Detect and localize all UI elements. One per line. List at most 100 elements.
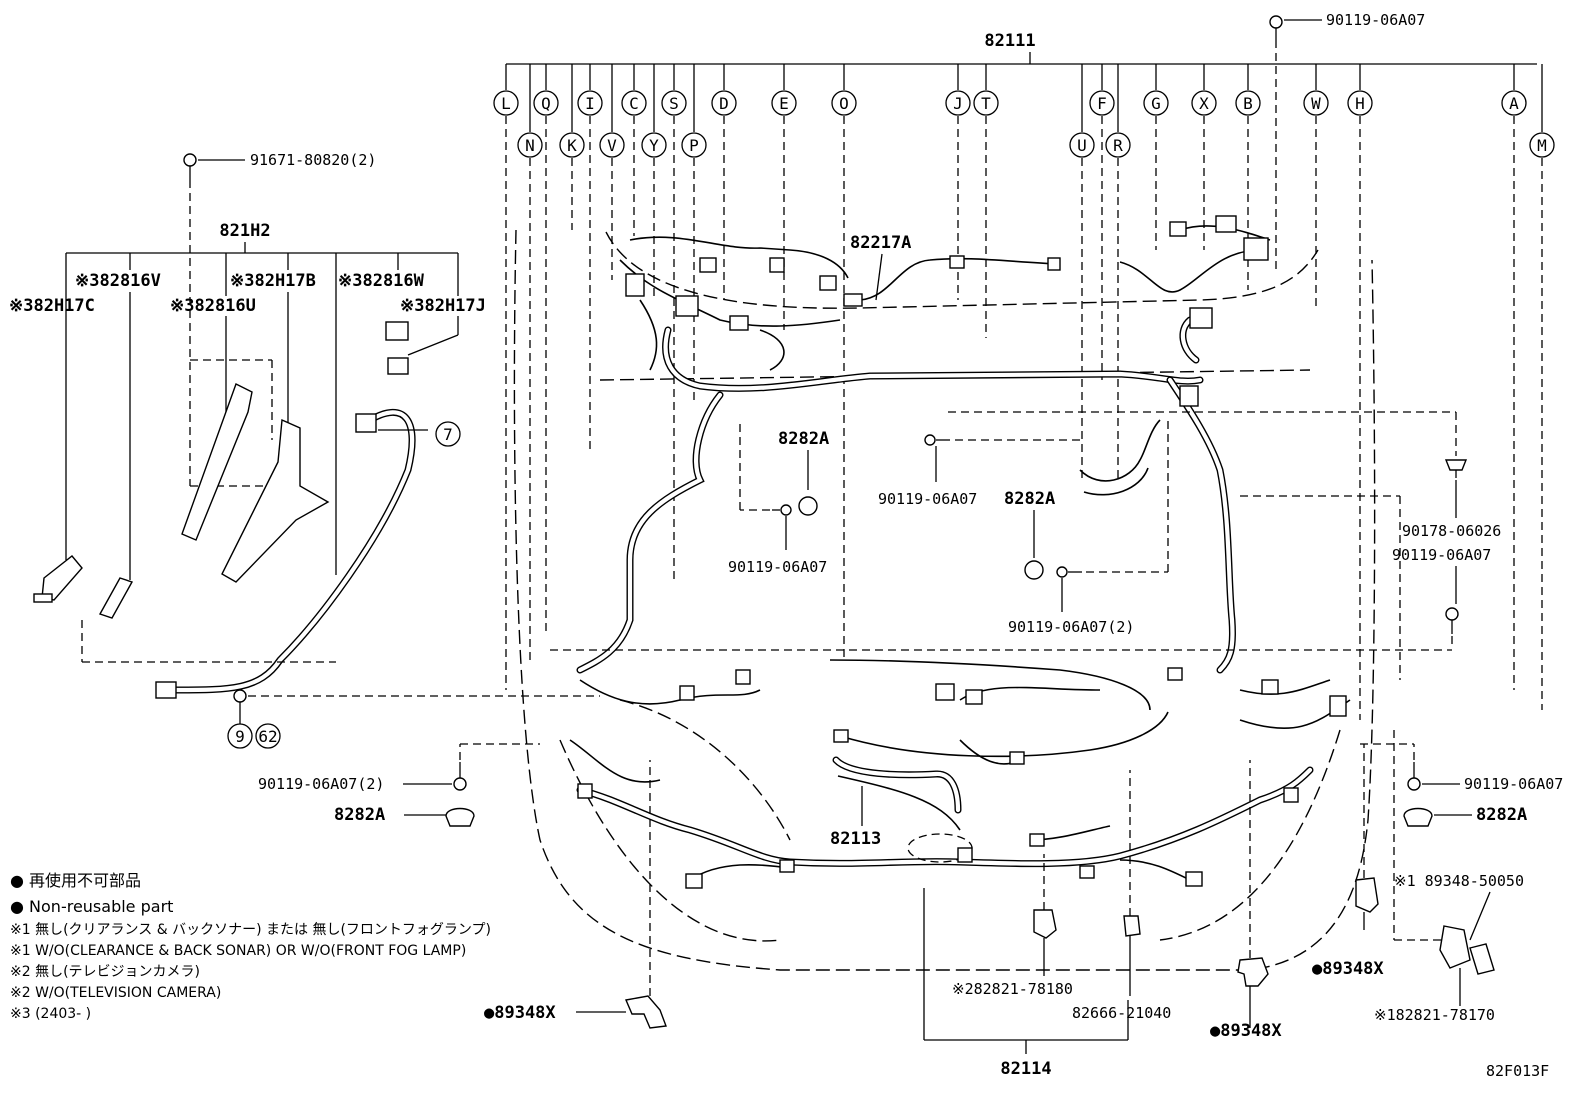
callout-j[interactable]: J: [945, 64, 971, 300]
part-90119-b-label[interactable]: 90119-06A07: [878, 490, 977, 508]
part-90119-right-label[interactable]: 90119-06A07: [1392, 546, 1491, 564]
note-line-3: ※1 無し(クリアランス & バックソナー) または 無し(フロントフォグランプ…: [10, 922, 491, 938]
main-harness-leader-group: 82111: [506, 31, 1537, 65]
left-lower-bolt-grommet: 90119-06A07(2) 8282A: [258, 743, 540, 827]
bolt-icon: [1056, 566, 1082, 578]
grommet-icon: [1403, 807, 1433, 827]
part-82111-label[interactable]: 82111: [984, 31, 1035, 51]
part-82821-78180-label[interactable]: ※282821-78180: [952, 980, 1073, 998]
callout-o[interactable]: O: [831, 64, 857, 660]
part-8282A-left-label[interactable]: 8282A: [334, 805, 385, 825]
bolt-set-b: 90119-06A07: [878, 434, 1080, 508]
callout-v[interactable]: V: [599, 64, 625, 280]
svg-text:Q: Q: [541, 94, 551, 113]
bracket-right-group: ●89348X ●89348X: [1210, 760, 1384, 1041]
clip-icon: [1444, 459, 1468, 478]
bolt-icon: [772, 504, 792, 516]
part-89348X-mid-label[interactable]: ●89348X: [1210, 1021, 1282, 1041]
svg-text:I: I: [585, 94, 595, 113]
bolt-icon: [453, 762, 467, 791]
callout-l[interactable]: L: [493, 64, 519, 690]
callout-d[interactable]: D: [711, 64, 737, 300]
grommet-bolt-set-b: 8282A 90119-06A07(2): [1004, 420, 1169, 636]
callout-x[interactable]: X: [1191, 64, 1217, 250]
callout-e[interactable]: E: [771, 64, 797, 330]
wire-82217A-group: 82217A: [843, 233, 1061, 307]
callout-s[interactable]: S: [661, 64, 687, 580]
part-89348X-right-label[interactable]: ●89348X: [1312, 959, 1384, 979]
callout-n[interactable]: N: [517, 64, 543, 660]
callout-h[interactable]: H: [1347, 64, 1373, 720]
callout-r[interactable]: R: [1105, 64, 1131, 480]
callout-w[interactable]: W: [1303, 64, 1329, 310]
part-89348-50050-label[interactable]: ※1 89348-50050: [1394, 872, 1524, 890]
callout-a[interactable]: A: [1501, 64, 1527, 690]
clip-82816V-icon: [98, 577, 134, 619]
grommet-icon: [1024, 560, 1044, 580]
front-bumper-harness: [576, 766, 1314, 889]
grommet-bolt-set-a: 8282A 90119-06A07: [728, 420, 829, 576]
part-82816V-label[interactable]: ※382816V: [75, 271, 161, 291]
part-90119-right-low-label[interactable]: 90119-06A07: [1464, 775, 1563, 793]
svg-text:C: C: [629, 94, 639, 113]
harness-82114-group: 82114: [923, 888, 1129, 1079]
svg-text:9: 9: [235, 727, 245, 746]
bracket-icon: [625, 995, 667, 1029]
callout-b[interactable]: B: [1235, 64, 1261, 290]
callout-m[interactable]: M: [1529, 64, 1555, 710]
svg-text:U: U: [1077, 136, 1087, 155]
callout-q[interactable]: Q: [533, 64, 559, 636]
svg-text:G: G: [1151, 94, 1161, 113]
note-line-6: ※2 W/O(TELEVISION CAMERA): [10, 985, 221, 1001]
callout-g[interactable]: G: [1143, 64, 1169, 250]
main-harness-cable: [576, 316, 1236, 674]
part-82H17C-label[interactable]: ※382H17C: [9, 296, 95, 316]
sub-harness-cable: [155, 408, 416, 699]
part-90119-c2-label[interactable]: 90119-06A07(2): [1008, 618, 1134, 636]
part-8282A-b-label[interactable]: 8282A: [1004, 489, 1055, 509]
callout-y[interactable]: Y: [641, 64, 667, 300]
part-82666-label[interactable]: 82666-21040: [1072, 1004, 1171, 1022]
svg-text:E: E: [779, 94, 789, 113]
part-82816U-label[interactable]: ※382816U: [170, 296, 256, 316]
part-90119-top-label[interactable]: 90119-06A07: [1326, 11, 1425, 29]
svg-text:D: D: [719, 94, 729, 113]
part-82217A-label[interactable]: 82217A: [850, 233, 911, 253]
part-89348X-left-label[interactable]: ●89348X: [484, 1003, 556, 1023]
callout-u[interactable]: U: [1069, 64, 1095, 480]
callout-k[interactable]: K: [559, 64, 585, 230]
connector-82816W-icon: [385, 321, 409, 375]
callout-c[interactable]: C: [621, 64, 647, 236]
bracket-left-group: ●89348X: [484, 760, 667, 1029]
clamp-icon: [1439, 925, 1495, 975]
part-90119-left2-label[interactable]: 90119-06A07(2): [258, 775, 384, 793]
part-90178-label[interactable]: 90178-06026: [1402, 522, 1501, 540]
callout-f[interactable]: F: [1089, 64, 1115, 380]
svg-text:Y: Y: [649, 136, 659, 155]
callout-i[interactable]: I: [577, 64, 603, 450]
harness-82113-group: 82113: [830, 756, 973, 863]
part-91671-label[interactable]: 91671-80820(2): [250, 151, 376, 169]
top-bolt-group: 90119-06A07: [1269, 11, 1425, 270]
lower-harness-cluster: [569, 659, 1351, 831]
right-lower-bolt-grommet: 90119-06A07 8282A: [1360, 743, 1563, 827]
part-82H17B-label[interactable]: ※382H17B: [230, 271, 316, 291]
part-8282A-right-label[interactable]: 8282A: [1476, 805, 1527, 825]
part-82821-78170-label[interactable]: ※182821-78170: [1374, 1006, 1495, 1024]
part-82H17J-label[interactable]: ※382H17J: [400, 296, 486, 316]
svg-text:S: S: [669, 94, 679, 113]
part-90119-a-label[interactable]: 90119-06A07: [728, 558, 827, 576]
part-82113-label[interactable]: 82113: [830, 829, 881, 849]
callout-t[interactable]: T: [973, 64, 999, 338]
part-821H2-label[interactable]: 821H2: [219, 221, 270, 241]
note-line-7: ※3 (2403- ): [10, 1006, 91, 1022]
grommet-icon: [445, 807, 475, 827]
part-82114-label[interactable]: 82114: [1000, 1059, 1051, 1079]
callout-p[interactable]: P: [681, 64, 707, 400]
legend-notes: ● 再使用不可部品 ● Non-reusable part ※1 無し(クリアラ…: [10, 871, 491, 1022]
part-8282A-a-label[interactable]: 8282A: [778, 429, 829, 449]
part-82816W-label[interactable]: ※382816W: [338, 271, 425, 291]
